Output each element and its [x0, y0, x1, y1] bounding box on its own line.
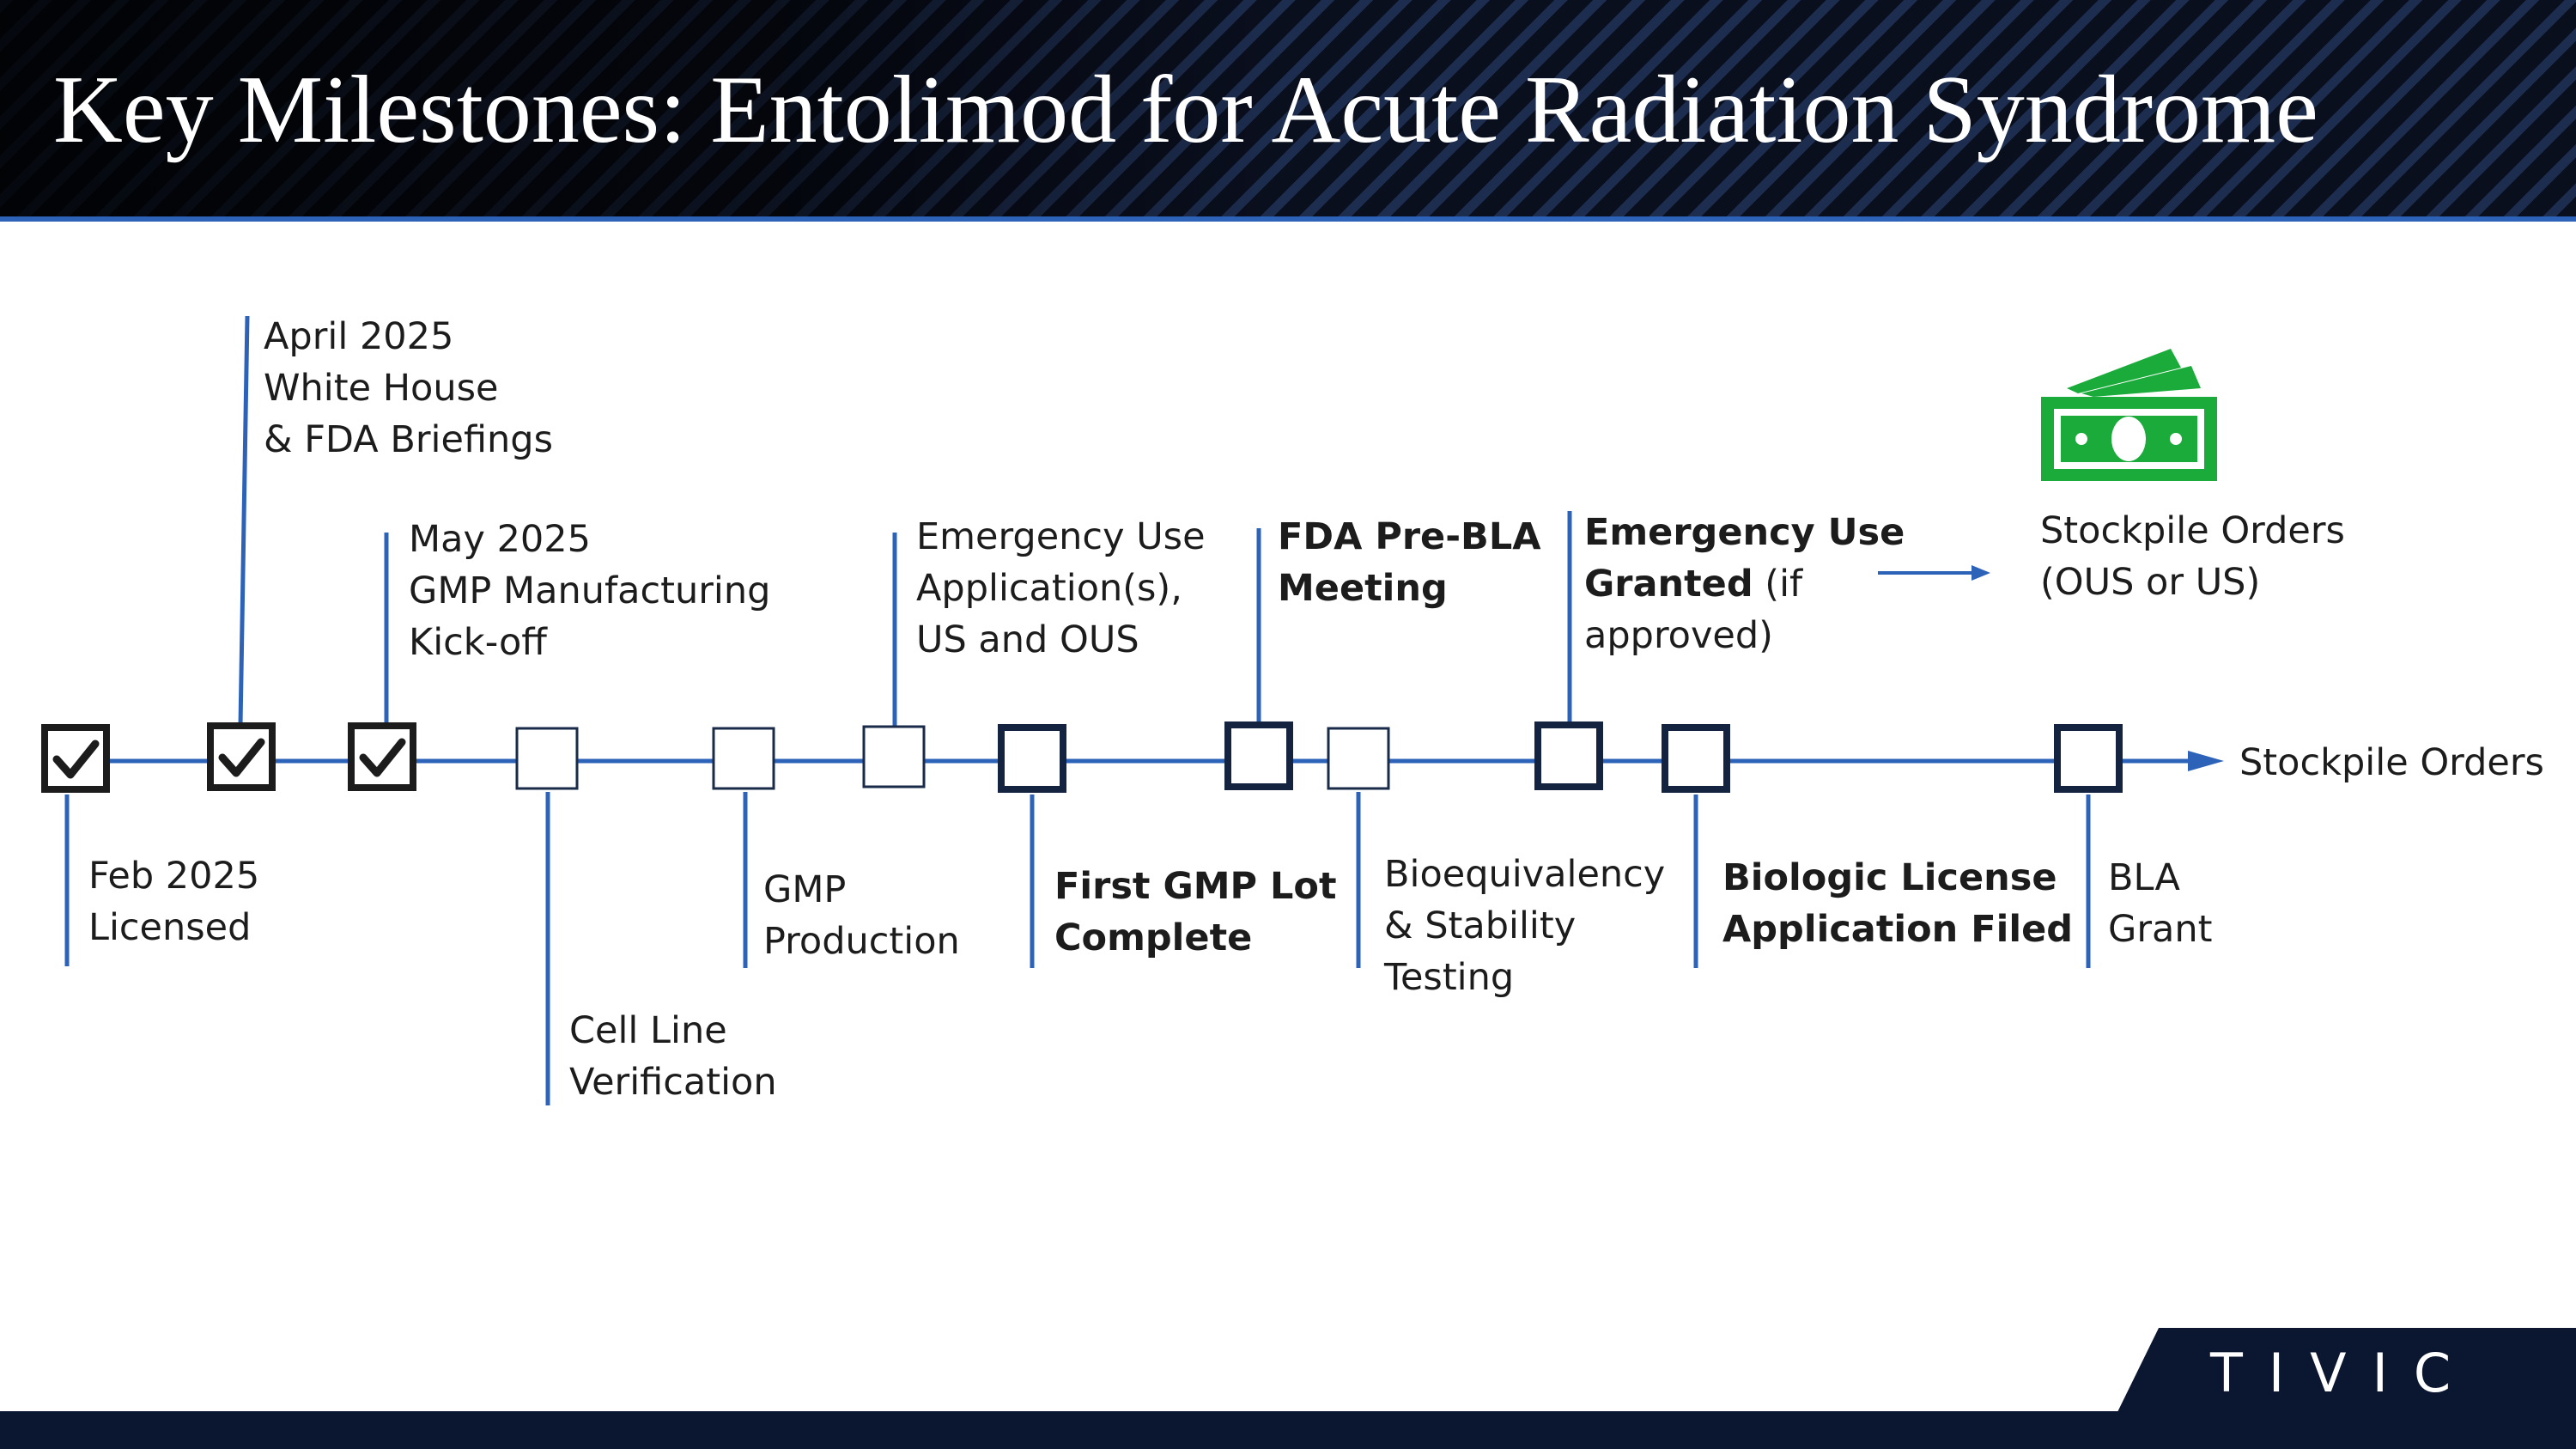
label-line: Licensed: [88, 906, 252, 949]
footer-bar: [0, 1411, 2576, 1449]
label-line: Kick-off: [409, 621, 547, 664]
label-line: Application(s),: [916, 567, 1182, 610]
label-line: FDA Pre-BLA: [1278, 515, 1541, 558]
label-line: Stockpile Orders: [2040, 509, 2345, 552]
connector-april-2025: [238, 315, 250, 727]
label-line: Verification: [569, 1061, 777, 1104]
label-line: Grant: [2108, 908, 2213, 951]
label-line: Feb 2025: [88, 855, 260, 898]
label-line: Meeting: [1278, 567, 1448, 610]
label-stockpile-orders-end: Stockpile Orders: [2239, 737, 2544, 788]
label-eua-application: Emergency Use Application(s), US and OUS: [916, 511, 1206, 666]
label-line: BLA: [2108, 856, 2180, 899]
milestone-box-bioequivalency: [1327, 727, 1390, 790]
milestone-box-eua-granted: [1534, 721, 1603, 790]
label-line: Emergency Use: [1584, 511, 1905, 554]
label-line: Production: [763, 920, 960, 963]
milestone-box-april-2025: [207, 722, 276, 791]
label-line: GMP: [763, 868, 847, 911]
arrow-right-icon: [1971, 565, 1990, 581]
label-line: April 2025: [264, 315, 454, 358]
label-may-2025: May 2025 GMP Manufacturing Kick-off: [409, 514, 770, 668]
slide-title: Key Milestones: Entolimod for Acute Radi…: [53, 57, 2318, 163]
logo-plate: [2117, 1328, 2576, 1412]
label-first-gmp-lot: First GMP Lot Complete: [1054, 861, 1337, 964]
label-line: Complete: [1054, 916, 1253, 959]
label-line: approved): [1584, 614, 1773, 657]
label-bla-grant: BLA Grant: [2108, 852, 2212, 955]
tivic-logo: TIVIC: [2210, 1342, 2477, 1404]
milestone-box-first-gmp-lot: [998, 724, 1066, 793]
label-line: Testing: [1384, 956, 1515, 999]
milestone-box-eua-application: [862, 725, 926, 788]
money-stack-icon: [2041, 349, 2217, 481]
milestone-box-may-2025: [348, 722, 416, 791]
label-bioequivalency: Bioequivalency & Stability Testing: [1384, 849, 1665, 1003]
label-line: Emergency Use: [916, 515, 1206, 558]
checkmark-icon: [359, 738, 406, 777]
label-line: & Stability: [1384, 904, 1577, 947]
label-eua-granted: Emergency Use Granted (if approved): [1584, 507, 1905, 661]
checkmark-icon: [218, 738, 265, 777]
label-feb-2025: Feb 2025 Licensed: [88, 850, 259, 953]
label-line: US and OUS: [916, 618, 1139, 661]
label-april-2025: April 2025 White House & FDA Briefings: [264, 311, 553, 466]
label-line: (OUS or US): [2040, 561, 2261, 604]
label-cell-line: Cell Line Verification: [569, 1005, 777, 1108]
arrow-right-icon: [2188, 751, 2224, 771]
label-line: Cell Line: [569, 1009, 727, 1052]
milestone-box-pre-bla: [1224, 721, 1293, 790]
label-line: Granted (if: [1584, 558, 1905, 610]
header-rule: [0, 216, 2576, 222]
milestone-box-bla-grant: [2054, 724, 2123, 793]
label-bold-part: Granted: [1584, 563, 1753, 606]
milestone-box-gmp-production: [712, 727, 775, 790]
label-line: & FDA Briefings: [264, 418, 553, 461]
label-line: Biologic License: [1722, 856, 2057, 899]
label-bla-filed: Biologic License Application Filed: [1722, 852, 2073, 955]
label-line: Stockpile Orders: [2239, 741, 2544, 784]
checkmark-icon: [52, 740, 100, 779]
label-line: Bioequivalency: [1384, 853, 1666, 896]
milestone-box-bla-filed: [1662, 724, 1730, 793]
label-line: GMP Manufacturing: [409, 569, 771, 612]
header-banner: [0, 0, 2576, 216]
label-pre-bla: FDA Pre-BLA Meeting: [1278, 511, 1541, 614]
label-gmp-production: GMP Production: [763, 864, 960, 967]
label-line: First GMP Lot: [1054, 865, 1337, 908]
label-line: White House: [264, 367, 499, 410]
label-plain-part: (if: [1753, 563, 1803, 606]
label-line: May 2025: [409, 518, 591, 561]
label-stockpile-callout: Stockpile Orders (OUS or US): [2040, 505, 2345, 608]
header-shade: [0, 0, 1288, 216]
milestone-box-cell-line: [515, 727, 579, 790]
milestone-box-feb-2025: [41, 724, 110, 793]
label-line: Application Filed: [1722, 908, 2074, 951]
